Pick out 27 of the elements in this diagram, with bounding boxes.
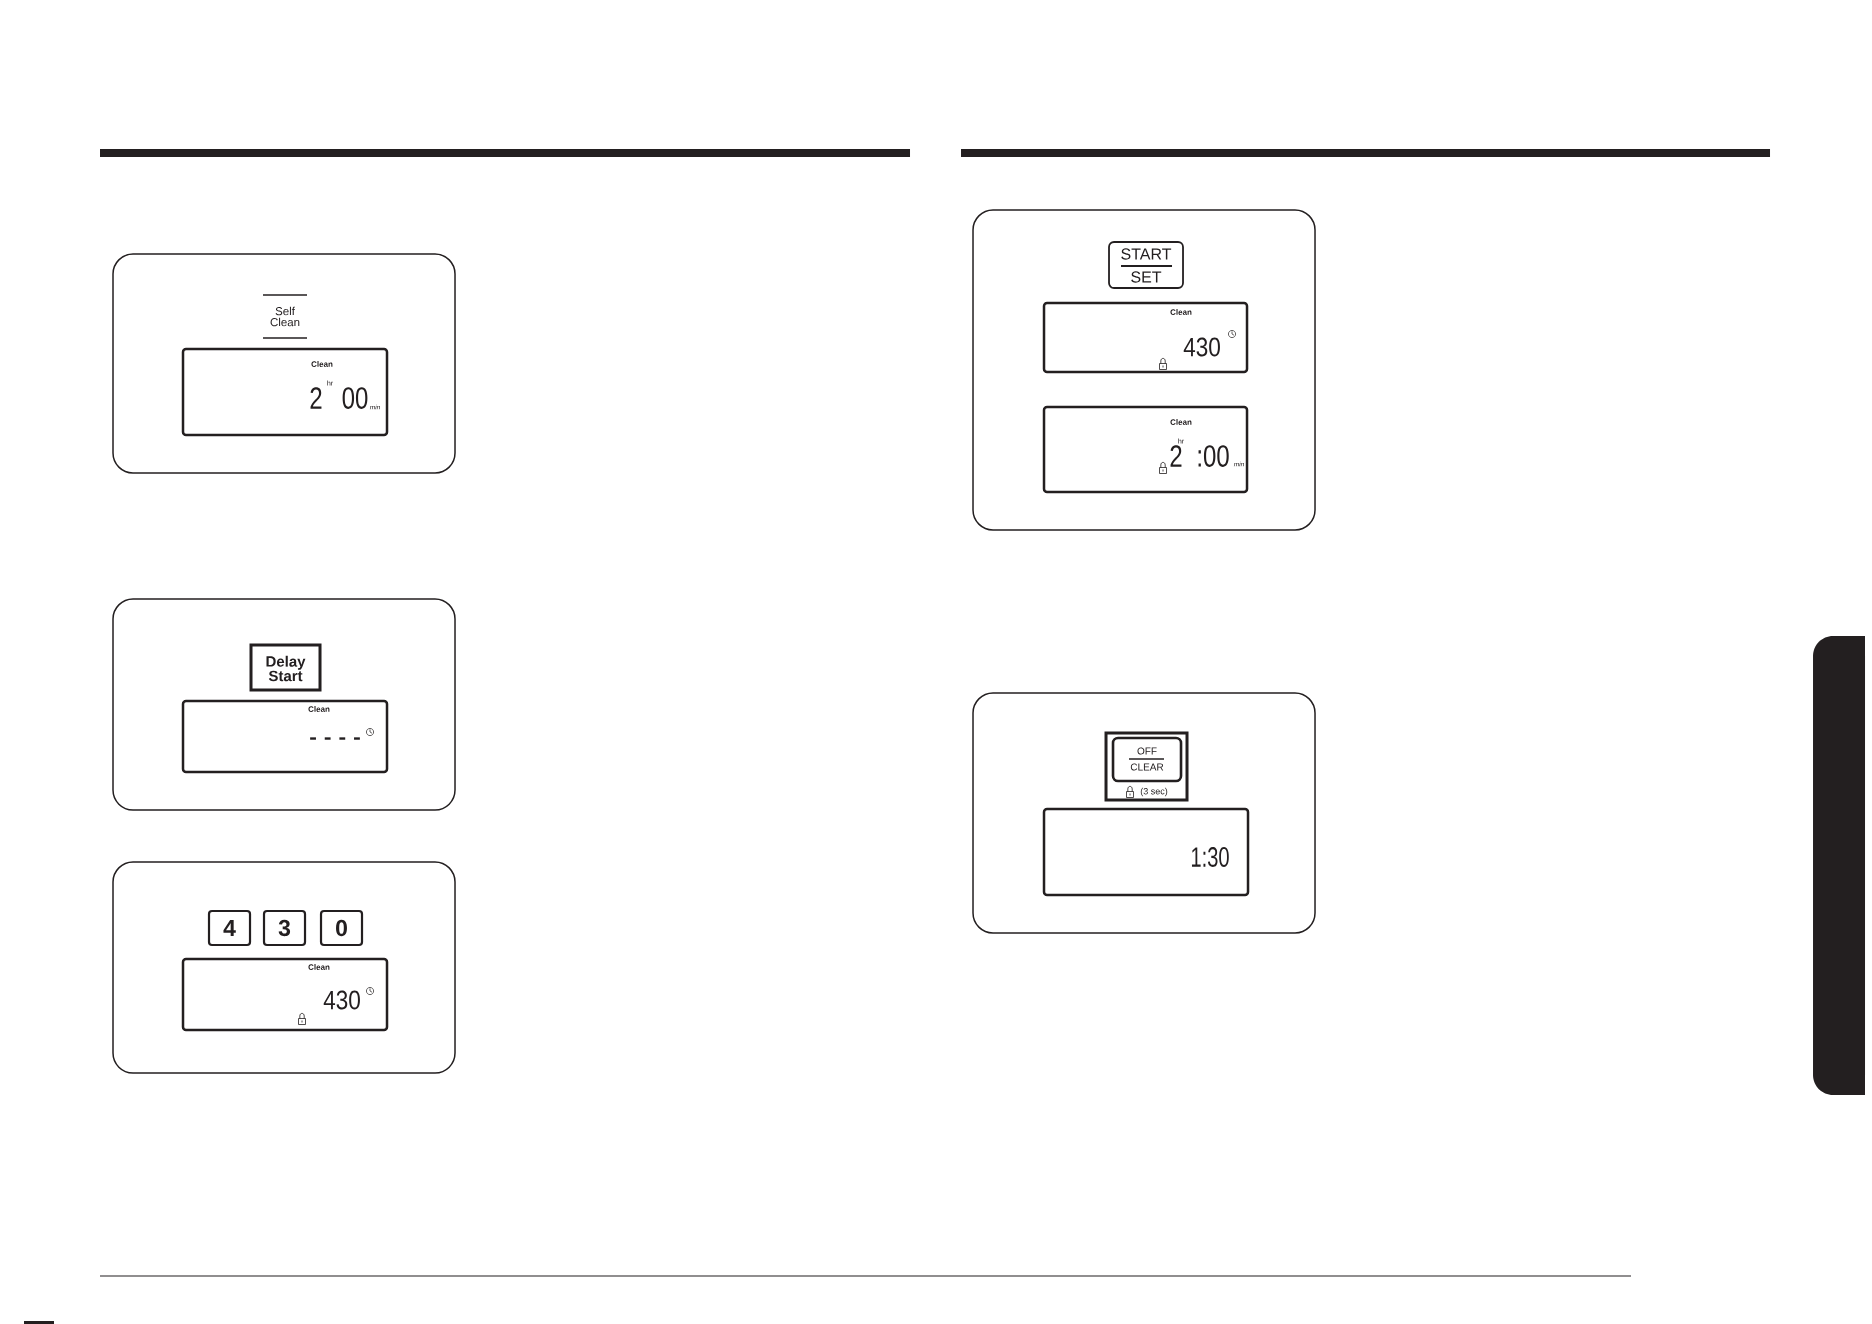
time-readout: 2 <box>1170 445 1182 467</box>
button: START SET <box>1108 241 1184 289</box>
button: OFF CLEAR <box>1111 736 1183 783</box>
section-tab <box>1813 636 1865 1095</box>
time-readout: 430 <box>323 990 360 1010</box>
button: Delay Start <box>249 643 322 692</box>
time-readout: 2 <box>310 387 322 409</box>
mode-label: Clean <box>1170 419 1192 425</box>
panel-card <box>972 692 1316 934</box>
mode-label: Clean <box>1170 309 1192 315</box>
time-readout: 430 <box>1183 337 1220 357</box>
mode-label: Clean <box>311 361 333 367</box>
time-readout: - - - - <box>310 737 360 740</box>
panel-card <box>112 598 456 811</box>
number-key: 4 <box>207 909 252 947</box>
number-key: 0 <box>319 909 364 947</box>
panel-card <box>972 209 1316 531</box>
panel-card <box>112 253 456 474</box>
number-key: 3 <box>262 909 307 947</box>
mode-label: Clean <box>308 706 330 712</box>
hold-time-label: (3 sec) <box>1140 787 1168 797</box>
mode-label: Clean <box>308 964 330 970</box>
time-readout: :00 <box>1198 445 1229 467</box>
panel-card <box>112 861 456 1074</box>
time-readout: 00 <box>342 387 368 409</box>
button: Self Clean <box>262 294 308 339</box>
time-readout: 1:30 <box>1192 847 1229 867</box>
